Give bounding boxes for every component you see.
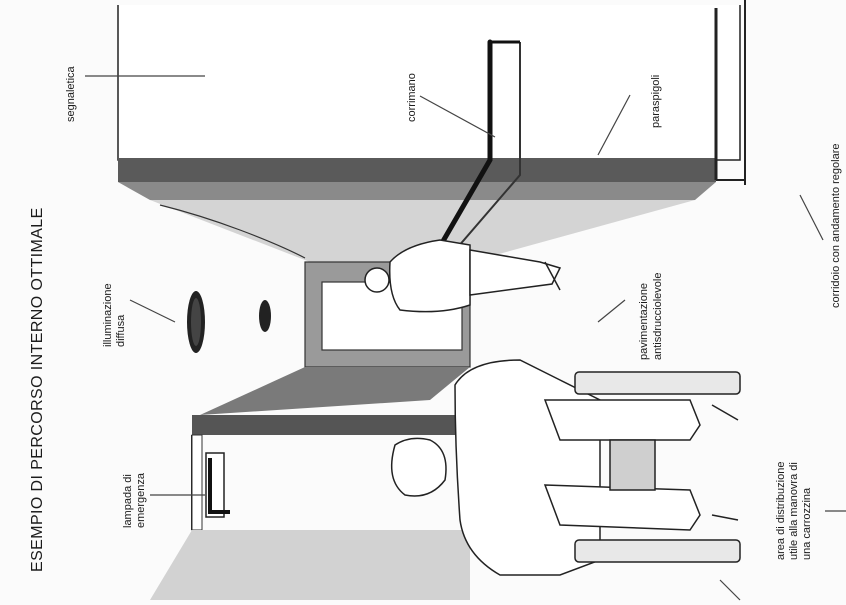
leader-flooring	[598, 300, 625, 322]
leg-upper	[545, 400, 700, 440]
label-flooring-2: antisdrucciolevole	[652, 273, 664, 360]
wall-baseboard-dark	[118, 158, 716, 182]
wall-skirting	[118, 182, 716, 200]
diagram-title: ESEMPIO DI PERCORSO INTERNO OTTIMALE	[29, 207, 46, 572]
label-flooring-1: pavimentazione	[638, 283, 650, 360]
label-wheelchair-1: area di distribuzione	[775, 462, 787, 560]
label-handrail: corrimano	[406, 73, 418, 122]
leader-corridor	[800, 195, 823, 240]
wheelchair-wheel-top	[575, 372, 740, 394]
leader-lighting	[130, 300, 175, 322]
left-baseboard	[192, 415, 470, 435]
label-corridor: corridoio con andamento regolare	[830, 144, 842, 309]
leg-lower	[545, 485, 700, 530]
label-corner-guards: paraspigoli	[650, 75, 662, 128]
label-wheelchair-3: una carrozzina	[801, 487, 813, 560]
label-emergency-2: emergenza	[135, 472, 147, 528]
label-emergency-1: lampada di	[122, 474, 134, 528]
label-lighting-1: illuminazione	[102, 283, 114, 347]
floor-left	[150, 530, 470, 600]
ceiling-lamp-small	[259, 300, 271, 332]
emergency-lamp	[206, 453, 230, 517]
label-wheelchair-2: utile alla manovra di	[788, 462, 800, 560]
wheelchair-seat	[610, 440, 655, 490]
person-head	[392, 438, 446, 496]
leader-wheelchair-2	[720, 580, 740, 600]
label-signage: segnaletica	[65, 65, 77, 122]
label-lighting-2: diffusa	[115, 314, 127, 347]
wheelchair-wheel-bottom	[575, 540, 740, 562]
